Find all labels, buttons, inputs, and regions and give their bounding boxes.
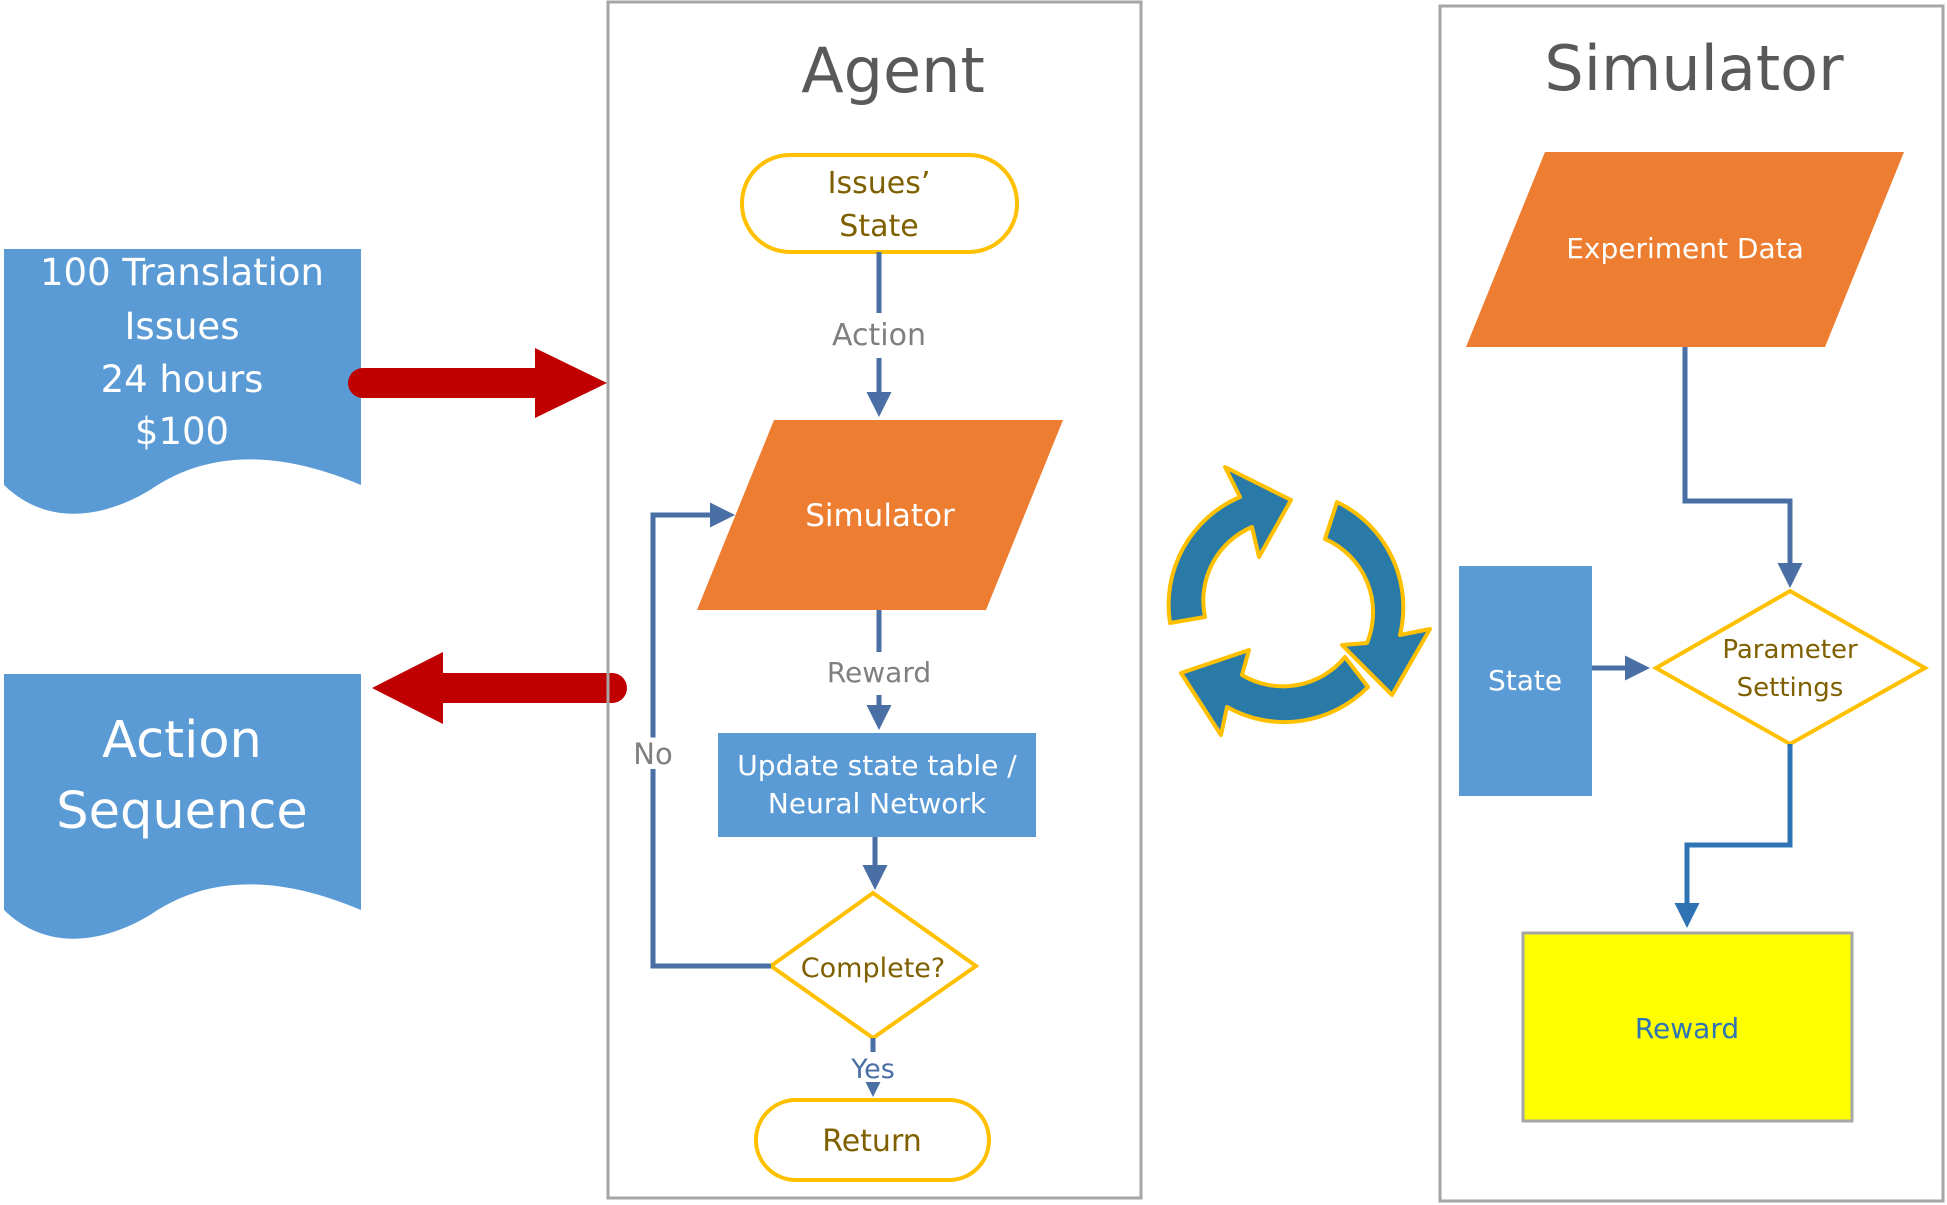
reward-box-label: Reward xyxy=(1635,1012,1739,1045)
agent-title: Agent xyxy=(801,34,985,107)
parameter-settings-decision xyxy=(1651,588,1930,747)
output-line-2: Sequence xyxy=(56,782,308,841)
output-arrow xyxy=(372,652,627,724)
input-line-2: Issues xyxy=(125,305,240,348)
output-line-1: Action xyxy=(102,711,262,770)
reward-box xyxy=(1521,931,1854,1123)
update-state-box xyxy=(718,733,1036,837)
agent-panel: Agent Issues’ State Action Simulator Rew… xyxy=(606,0,1143,1200)
input-line-3: 24 hours xyxy=(101,358,264,401)
state-label: State xyxy=(1488,664,1562,697)
return-label: Return xyxy=(822,1124,922,1159)
return-terminator xyxy=(754,1098,991,1182)
complete-decision-label: Complete? xyxy=(801,953,945,984)
input-document-shape xyxy=(4,249,361,514)
update-line-1: Update state table / xyxy=(737,749,1017,782)
simulator-process xyxy=(697,420,1063,610)
simulator-title: Simulator xyxy=(1544,32,1844,105)
simulator-process-label: Simulator xyxy=(805,498,955,534)
experiment-data-shape xyxy=(1466,152,1904,347)
state-box xyxy=(1459,566,1592,796)
experiment-data-label: Experiment Data xyxy=(1566,232,1804,265)
reward-label: Reward xyxy=(827,656,931,689)
parameter-line-2: Settings xyxy=(1737,673,1844,703)
simulator-panel: Simulator Experiment Data State Paramete… xyxy=(1438,4,1945,1203)
issues-state-line-1: Issues’ xyxy=(828,166,931,201)
issues-state-line-2: State xyxy=(839,209,918,244)
action-label: Action xyxy=(832,318,926,353)
input-arrow xyxy=(348,348,607,418)
output-document: Action Sequence xyxy=(4,674,361,939)
input-line-1: 100 Translation xyxy=(40,251,324,294)
input-document: 100 Translation Issues 24 hours $100 xyxy=(4,249,361,514)
input-line-4: $100 xyxy=(135,410,229,453)
update-line-2: Neural Network xyxy=(768,787,987,820)
yes-label: Yes xyxy=(850,1054,895,1085)
cycle-arrows-icon xyxy=(1166,465,1432,737)
parameter-line-1: Parameter xyxy=(1722,635,1858,665)
output-document-shape xyxy=(4,674,361,939)
no-loop-connector xyxy=(650,502,771,969)
no-label: No xyxy=(633,737,672,771)
